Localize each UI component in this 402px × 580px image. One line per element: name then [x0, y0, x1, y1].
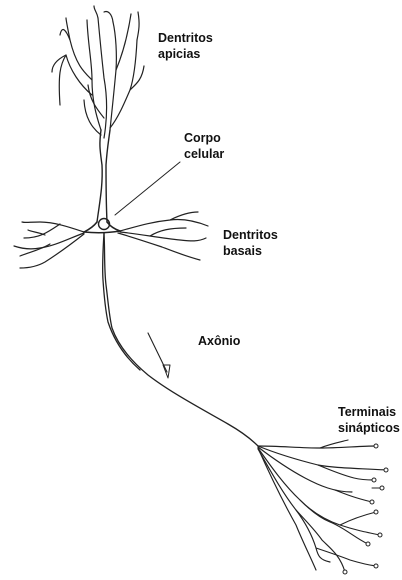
label-apical-dendrites-line1: Dentritos: [158, 30, 213, 46]
apical-trunk: [97, 130, 110, 222]
synaptic-terminals: [258, 440, 388, 574]
cell-body-pointer: [115, 162, 180, 215]
label-basal-dendrites: Dentritos basais: [223, 227, 278, 259]
axon-direction-arrow: [148, 333, 170, 378]
label-synaptic-terminals-line1: Terminais: [338, 404, 400, 420]
label-synaptic-terminals-line2: sinápticos: [338, 420, 400, 436]
basal-dendrites-left: [14, 222, 84, 268]
label-axon: Axônio: [198, 333, 240, 349]
label-apical-dendrites: Dentritos apicias: [158, 30, 213, 62]
label-basal-dendrites-line2: basais: [223, 243, 278, 259]
label-apical-dendrites-line2: apicias: [158, 46, 213, 62]
cell-body: [84, 219, 120, 233]
label-axon-text: Axônio: [198, 333, 240, 349]
label-basal-dendrites-line1: Dentritos: [223, 227, 278, 243]
apical-dendrites: [52, 6, 144, 138]
label-synaptic-terminals: Terminais sinápticos: [338, 404, 400, 436]
label-cell-body-line2: celular: [184, 146, 224, 162]
label-cell-body-line1: Corpo: [184, 130, 224, 146]
basal-dendrites-right: [118, 212, 208, 260]
label-cell-body: Corpo celular: [184, 130, 224, 162]
